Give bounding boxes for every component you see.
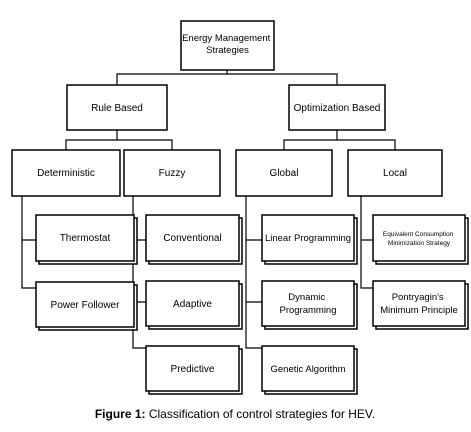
connector-optimization-based	[283, 130, 396, 150]
pontryagin-label-line-2: Minimum Principle	[380, 305, 458, 316]
rule-based-node: Rule Based	[66, 84, 168, 131]
svg-text:Dynamic Programming: Dynamic Programming	[279, 292, 336, 316]
local-label: Local	[383, 168, 407, 179]
global-node: Global	[235, 149, 333, 197]
connector-rule-based	[65, 130, 173, 150]
predictive-label: Predictive	[171, 364, 215, 375]
thermostat-label: Thermostat	[60, 233, 111, 244]
linear-programming-label: Linear Programming	[265, 233, 351, 244]
linear-programming-node: Linear Programming	[261, 214, 358, 265]
genetic-algorithm-label: Genetic Algorithm	[271, 364, 346, 375]
connector-local	[360, 196, 373, 289]
dynamic-programming-node: Dynamic Programming	[261, 280, 358, 330]
power-follower-node: Power Follower	[35, 281, 138, 331]
root-node: Energy Management Strategies	[180, 20, 275, 71]
svg-text:Pontryagin's Minimum Pri: Pontryagin's Minimum Principle	[380, 292, 458, 316]
connector-root	[116, 70, 338, 85]
connector-deterministic	[21, 196, 36, 289]
ecms-label-line-2: Minimization Strategy	[388, 240, 451, 247]
fuzzy-label: Fuzzy	[159, 168, 186, 179]
figure-caption-label: Figure 1:	[95, 407, 146, 421]
optimization-based-node: Optimization Based	[288, 84, 386, 131]
dynamic-programming-label-line-1: Dynamic	[288, 292, 325, 303]
adaptive-node: Adaptive	[145, 280, 243, 330]
conventional-label: Conventional	[163, 233, 221, 244]
pontryagin-label-line-1: Pontryagin's	[392, 292, 444, 303]
deterministic-node: Deterministic	[11, 149, 121, 197]
root-label-line-2: Strategies	[206, 45, 249, 56]
deterministic-label: Deterministic	[37, 168, 95, 179]
figure-caption-text: Classification of control strategies for…	[146, 407, 376, 421]
thermostat-node: Thermostat	[35, 214, 138, 265]
conventional-node: Conventional	[145, 214, 243, 265]
power-follower-label: Power Follower	[51, 300, 121, 311]
local-node: Local	[347, 149, 443, 197]
connector-global	[245, 196, 262, 349]
figure-caption: Figure 1: Classification of control stra…	[95, 407, 375, 421]
pontryagin-node: Pontryagin's Minimum Principle	[372, 280, 469, 330]
optimization-based-label: Optimization Based	[294, 103, 381, 114]
rule-based-label: Rule Based	[91, 103, 143, 114]
svg-text:Energy Management Strate: Energy Management Strategies	[182, 33, 273, 56]
dynamic-programming-label-line-2: Programming	[279, 305, 336, 316]
svg-text:Equivalent Consumption M: Equivalent Consumption Minimization Stra…	[383, 231, 455, 247]
adaptive-label: Adaptive	[173, 299, 212, 310]
ecms-node: Equivalent Consumption Minimization Stra…	[372, 214, 469, 265]
ecms-label-line-1: Equivalent Consumption	[383, 231, 454, 238]
global-label: Global	[270, 168, 299, 179]
predictive-node: Predictive	[145, 345, 243, 395]
root-label-line-1: Energy Management	[182, 33, 271, 44]
genetic-algorithm-node: Genetic Algorithm	[261, 345, 358, 395]
fuzzy-node: Fuzzy	[123, 149, 221, 197]
